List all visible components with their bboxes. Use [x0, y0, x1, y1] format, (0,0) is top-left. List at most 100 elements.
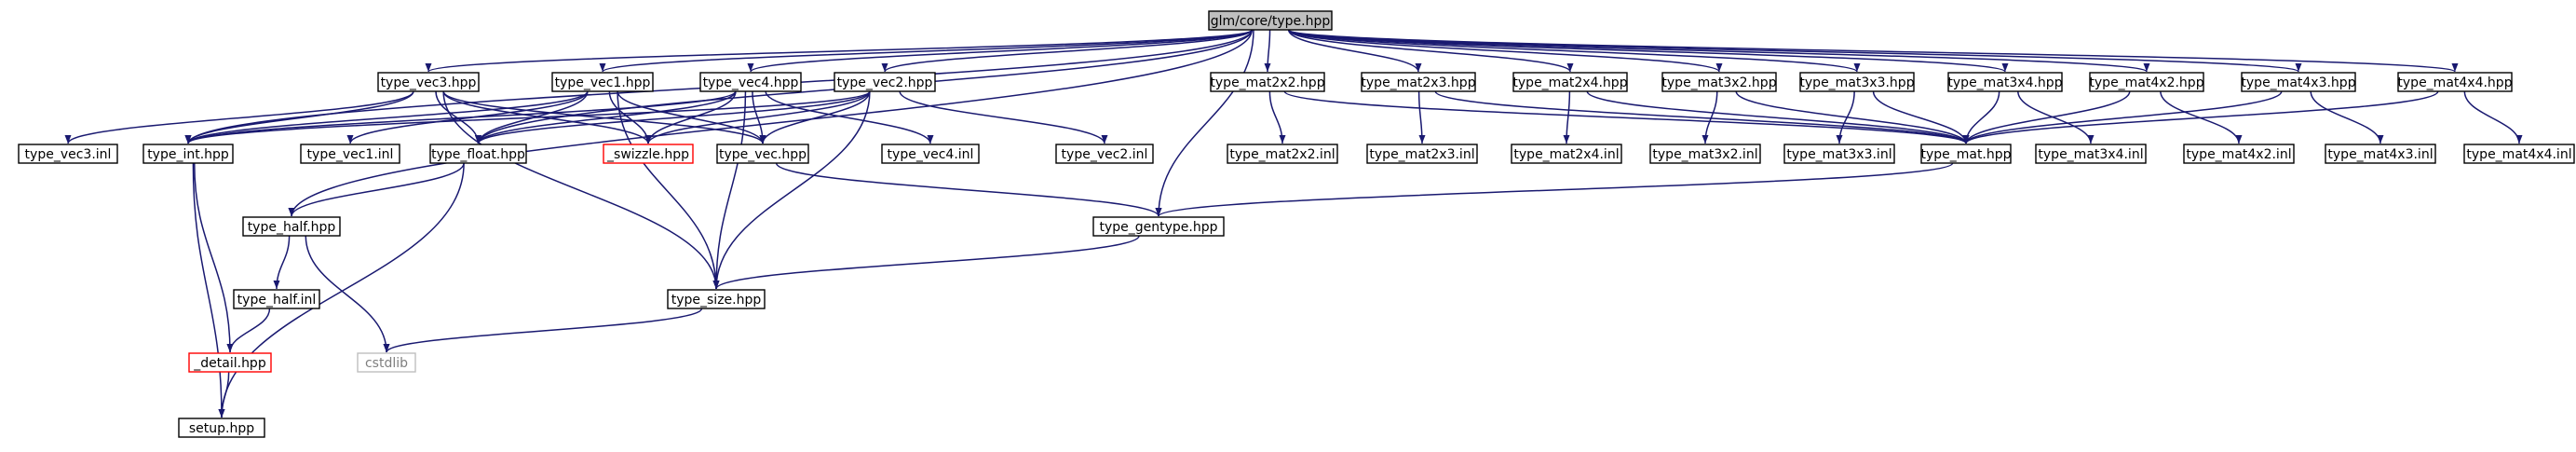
node-label: type_half.hpp	[248, 220, 336, 235]
node-box	[2397, 72, 2513, 92]
node-box	[18, 144, 118, 164]
edge-mat3x4-to-mat	[1962, 90, 2000, 144]
node-gentype[interactable]: type_gentype.hpp	[1092, 216, 1225, 237]
edge-vec3-to-size	[442, 90, 720, 290]
node-label: _swizzle.hpp	[606, 147, 689, 162]
edge-vec2-to-vec	[759, 90, 871, 144]
node-box	[1366, 144, 1478, 164]
node-label: type_int.hpp	[147, 147, 229, 162]
node-mat2x4[interactable]: type_mat2x4.hpp	[1512, 72, 1628, 92]
node-vec[interactable]: type_vec.hpp	[716, 144, 809, 164]
node-mat[interactable]: type_mat.hpp	[1920, 144, 2012, 164]
node-box	[377, 72, 480, 92]
node-mat3x4[interactable]: type_mat3x4.hpp	[1947, 72, 2063, 92]
node-label: glm/core/type.hpp	[1211, 14, 1331, 29]
node-size[interactable]: type_size.hpp	[667, 289, 766, 309]
node-mat4x3[interactable]: type_mat4x3.hpp	[2241, 72, 2356, 92]
edge-vec4-to-float	[475, 90, 737, 144]
node-mat4x3inl[interactable]: type_mat4x3.inl	[2325, 144, 2436, 164]
edge-root-to-vec1	[599, 29, 1253, 73]
node-mat4x4inl[interactable]: type_mat4x4.inl	[2463, 144, 2575, 164]
node-vec1[interactable]: type_vec1.hpp	[551, 72, 654, 92]
node-vec1inl[interactable]: type_vec1.inl	[300, 144, 400, 164]
node-mat2x3inl[interactable]: type_mat2x3.inl	[1366, 144, 1478, 164]
edge-mat3x3-to-mat3x3inl	[1836, 90, 1855, 144]
node-mat2x2[interactable]: type_mat2x2.hpp	[1210, 72, 1325, 92]
edge-mat4x3-to-mat	[1962, 90, 2283, 144]
node-box	[2241, 72, 2356, 92]
node-box	[1920, 144, 2012, 164]
edge-root-to-vec2	[881, 29, 1253, 73]
edge-mat2x2-to-mat	[1283, 90, 1970, 144]
edge-mat4x3-to-mat4x3inl	[2310, 90, 2384, 144]
node-box	[2463, 144, 2575, 164]
node-box	[834, 72, 936, 92]
node-mat3x3inl[interactable]: type_mat3x3.inl	[1783, 144, 1895, 164]
node-vec4inl[interactable]: type_vec4.inl	[881, 144, 980, 164]
edge-mat-to-gentype	[1155, 162, 1954, 217]
edge-vec2-to-swizzle	[644, 90, 871, 144]
node-vec2inl[interactable]: type_vec2.inl	[1055, 144, 1154, 164]
node-mat3x3[interactable]: type_mat3x3.hpp	[1799, 72, 1915, 92]
node-label: type_float.hpp	[431, 147, 525, 162]
node-label: type_mat3x4.inl	[2038, 147, 2143, 162]
node-box	[357, 352, 416, 373]
node-vec4[interactable]: type_vec4.hpp	[699, 72, 802, 92]
node-float[interactable]: type_float.hpp	[429, 144, 527, 164]
edge-vec4-to-size	[712, 90, 747, 290]
node-label: type_vec4.hpp	[703, 75, 799, 90]
node-label: type_vec1.inl	[307, 147, 394, 162]
node-int[interactable]: type_int.hpp	[142, 144, 234, 164]
node-mat4x2inl[interactable]: type_mat4x2.inl	[2183, 144, 2295, 164]
node-mat2x2inl[interactable]: type_mat2x2.inl	[1227, 144, 1338, 164]
edge-root-to-mat2x2	[1264, 29, 1271, 73]
node-box	[178, 418, 265, 438]
edge-float-to-half	[288, 162, 465, 217]
node-mat4x2[interactable]: type_mat4x2.hpp	[2089, 72, 2204, 92]
node-setup[interactable]: setup.hpp	[178, 418, 265, 438]
node-mat4x4[interactable]: type_mat4x4.hpp	[2397, 72, 2513, 92]
node-vec2[interactable]: type_vec2.hpp	[834, 72, 936, 92]
node-label: type_vec1.hpp	[555, 75, 651, 90]
node-box	[1361, 72, 1476, 92]
node-label: type_mat2x4.hpp	[1512, 75, 1627, 90]
edge-float-to-setup	[218, 162, 465, 418]
node-detail[interactable]: _detail.hpp	[188, 352, 272, 373]
node-mat3x4inl[interactable]: type_mat3x4.inl	[2035, 144, 2147, 164]
node-label: type_mat4x2.inl	[2186, 147, 2291, 162]
node-label: type_mat2x2.inl	[1229, 147, 1335, 162]
node-vec3inl[interactable]: type_vec3.inl	[18, 144, 118, 164]
edge-mat4x2-to-mat	[1962, 90, 2131, 144]
edge-mat3x3-to-mat	[1872, 90, 1970, 144]
node-root[interactable]: glm/core/type.hpp	[1208, 10, 1333, 31]
edge-halfinl-to-detail	[226, 308, 271, 353]
edge-mat4x4-to-mat	[1962, 90, 2439, 144]
node-mat2x3[interactable]: type_mat2x3.hpp	[1361, 72, 1476, 92]
node-mat3x2inl[interactable]: type_mat3x2.inl	[1649, 144, 1761, 164]
node-halfinl[interactable]: type_half.inl	[233, 289, 320, 309]
node-box	[1649, 144, 1761, 164]
node-swizzle[interactable]: _swizzle.hpp	[603, 144, 694, 164]
edge-vec1-to-size	[617, 90, 720, 290]
edge-gentype-to-size	[712, 235, 1140, 290]
node-box	[1227, 144, 1338, 164]
node-mat2x4inl[interactable]: type_mat2x4.inl	[1511, 144, 1622, 164]
node-half[interactable]: type_half.hpp	[242, 216, 341, 237]
edge-root-to-mat3x2	[1288, 29, 1723, 73]
edge-mat3x4-to-mat3x4inl	[2017, 90, 2095, 144]
edge-root-to-vec4	[747, 29, 1253, 73]
node-vec3[interactable]: type_vec3.hpp	[377, 72, 480, 92]
node-label: type_size.hpp	[671, 293, 762, 308]
edge-mat3x2-to-mat3x2inl	[1702, 90, 1718, 144]
node-label: type_mat2x3.inl	[1369, 147, 1474, 162]
edge-vec2-to-vec2inl	[899, 90, 1108, 144]
edge-int-to-setup	[192, 162, 225, 418]
node-mat3x2[interactable]: type_mat3x2.hpp	[1661, 72, 1777, 92]
node-box	[2183, 144, 2295, 164]
node-box	[699, 72, 802, 92]
node-box	[242, 216, 341, 237]
edge-mat2x4-to-mat	[1586, 90, 1970, 144]
edge-vec3-to-swizzle	[442, 90, 652, 144]
edge-vec2-to-float	[475, 90, 871, 144]
edge-vec3-to-vec3inl	[64, 90, 414, 144]
